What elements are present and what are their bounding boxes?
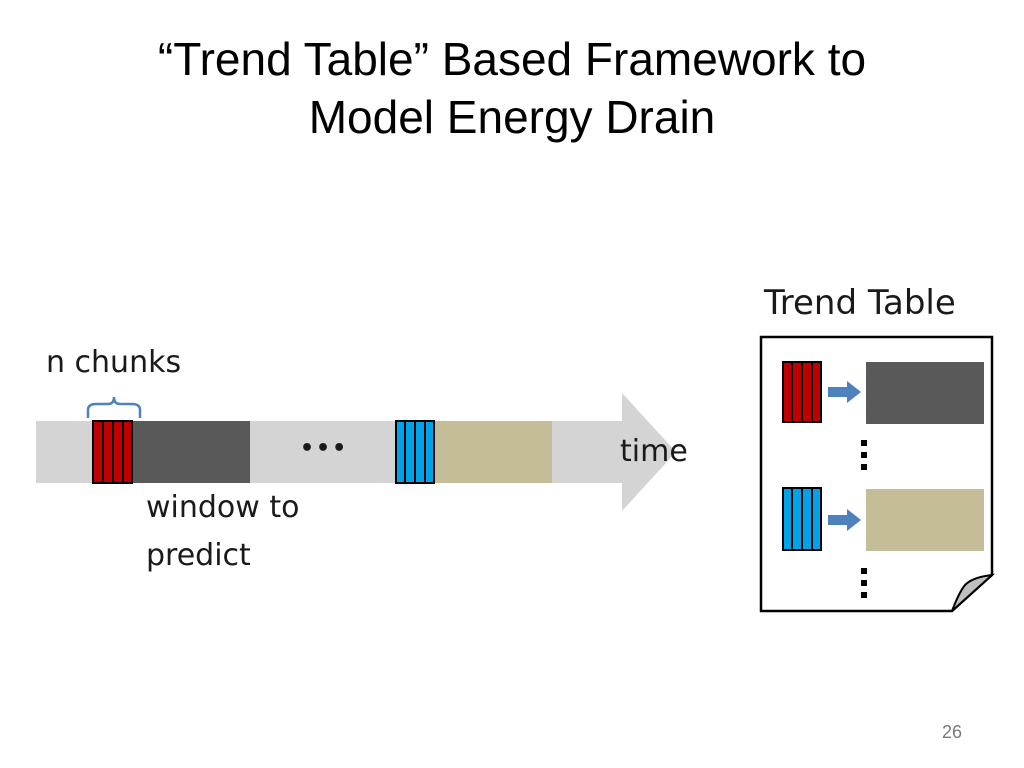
trend-row-blue: [782, 487, 984, 551]
chunks-brace: [86, 396, 142, 418]
arrow-right-icon: [828, 509, 861, 531]
slide-title: “Trend Table” Based Framework to Model E…: [0, 30, 1024, 146]
prediction-window-tan: [434, 421, 552, 483]
folded-corner-icon: [951, 573, 995, 612]
prediction-window-dark: [132, 421, 250, 483]
slide-title-line-2: Model Energy Drain: [308, 91, 716, 143]
ellipsis-label: •••: [300, 436, 349, 461]
page-number: 26: [941, 722, 962, 742]
trend-table-title: Trend Table: [764, 283, 956, 323]
vertical-ellipsis-2: [861, 568, 867, 598]
blue-chunks: [395, 420, 435, 484]
time-label: time: [620, 434, 688, 469]
arrow-right-icon: [828, 381, 861, 403]
trend-row-red: [782, 361, 984, 424]
window-label-line-1: window to: [146, 490, 300, 525]
slide-title-line-1: “Trend Table” Based Framework to: [157, 33, 867, 85]
n-chunks-label: n chunks: [46, 345, 182, 380]
window-label-line-2: predict: [146, 538, 251, 573]
window-to-predict-label: window to predict: [146, 484, 299, 580]
vertical-ellipsis-1: [861, 440, 867, 470]
red-chunks: [92, 420, 133, 484]
